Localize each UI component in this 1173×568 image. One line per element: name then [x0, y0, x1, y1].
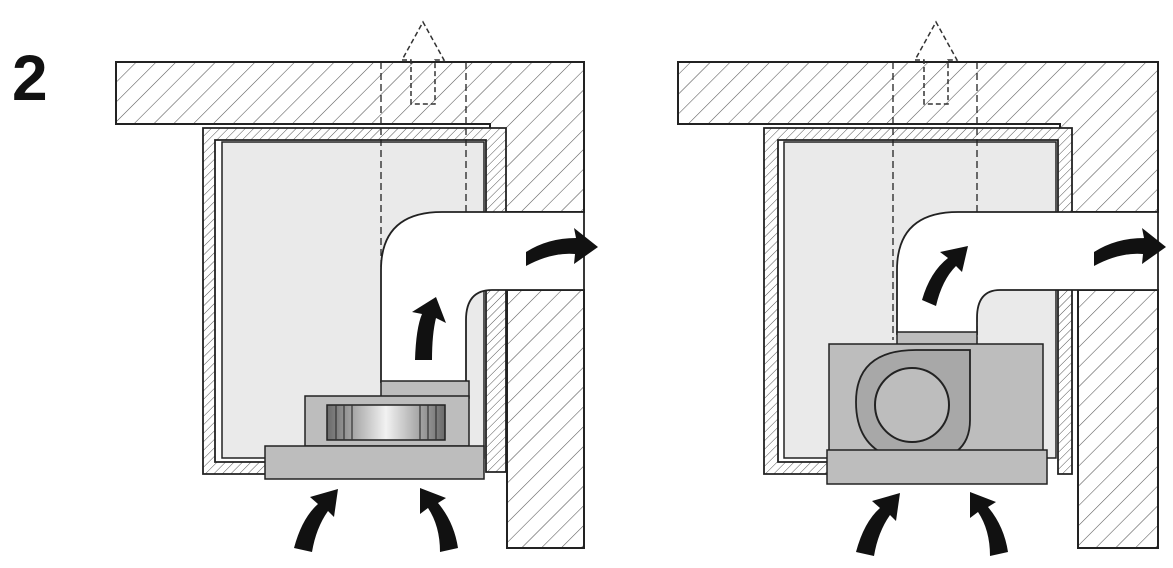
intake-arrow-left	[294, 489, 338, 552]
intake-arrow-right	[420, 488, 458, 552]
vent-up-arrow	[400, 20, 446, 105]
exhaust-duct	[896, 211, 1159, 335]
airflow-arrow-out	[526, 228, 598, 266]
airflow-arrow-up	[922, 246, 968, 306]
panel-exhaust	[677, 20, 1166, 556]
cabinet-frame	[763, 127, 1073, 475]
intake-arrow-right	[970, 492, 1008, 556]
fan-wheel	[326, 404, 446, 441]
hood-base	[826, 449, 1048, 485]
step-number: 2	[12, 42, 48, 114]
airflow-arrow-out	[1094, 228, 1166, 266]
airflow-arrow-up	[412, 297, 446, 360]
cabinet-frame	[202, 127, 507, 475]
intake-arrow-left	[856, 493, 900, 556]
blower-wheel	[855, 349, 971, 463]
vent-up-arrow	[913, 20, 959, 105]
hood-base	[264, 445, 485, 480]
side-wall	[1077, 289, 1159, 549]
panel-recirculation	[115, 20, 598, 552]
side-wall	[506, 289, 585, 549]
